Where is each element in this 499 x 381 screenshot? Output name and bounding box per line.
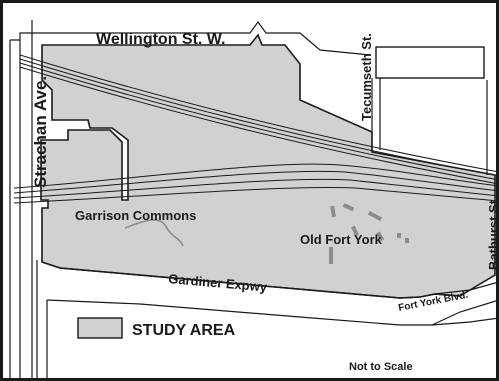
rail-corridor-south: [13, 163, 499, 204]
study-area-polygon: [40, 33, 496, 299]
wellington-st-road: [10, 20, 371, 56]
garrison-commons-label: Garrison Commons: [75, 208, 196, 223]
strachan-ave-road: [9, 20, 33, 381]
building-block-tecumseth: [375, 46, 485, 79]
tecumseth-st-label: Tecumseth St.: [359, 33, 374, 121]
wellington-st-label: Wellington St. W.: [96, 31, 225, 48]
bathurst-st-road: [486, 80, 499, 175]
fort-york-blvd-road: [434, 281, 499, 295]
bathurst-st-label: Bathurst St.: [486, 196, 499, 270]
legend-study-area-label: STUDY AREA: [132, 322, 236, 339]
garrison-creek-path: [124, 219, 184, 247]
tecumseth-st-road: [371, 78, 381, 150]
scale-note: Not to Scale: [349, 361, 413, 373]
legend-study-area-swatch: [77, 317, 123, 339]
strachan-ave-road-shoulder: [36, 260, 48, 381]
rail-corridor-north: [19, 54, 499, 185]
fort-york-buildings: [329, 203, 409, 264]
strachan-ave-label: Strachan Ave.: [31, 76, 50, 188]
gardiner-expwy-road: [41, 261, 461, 299]
fort-york-blvd-road-south: [431, 299, 499, 326]
gardiner-expwy-road-south: [46, 299, 499, 326]
old-fort-york-label: Old Fort York: [300, 232, 383, 247]
